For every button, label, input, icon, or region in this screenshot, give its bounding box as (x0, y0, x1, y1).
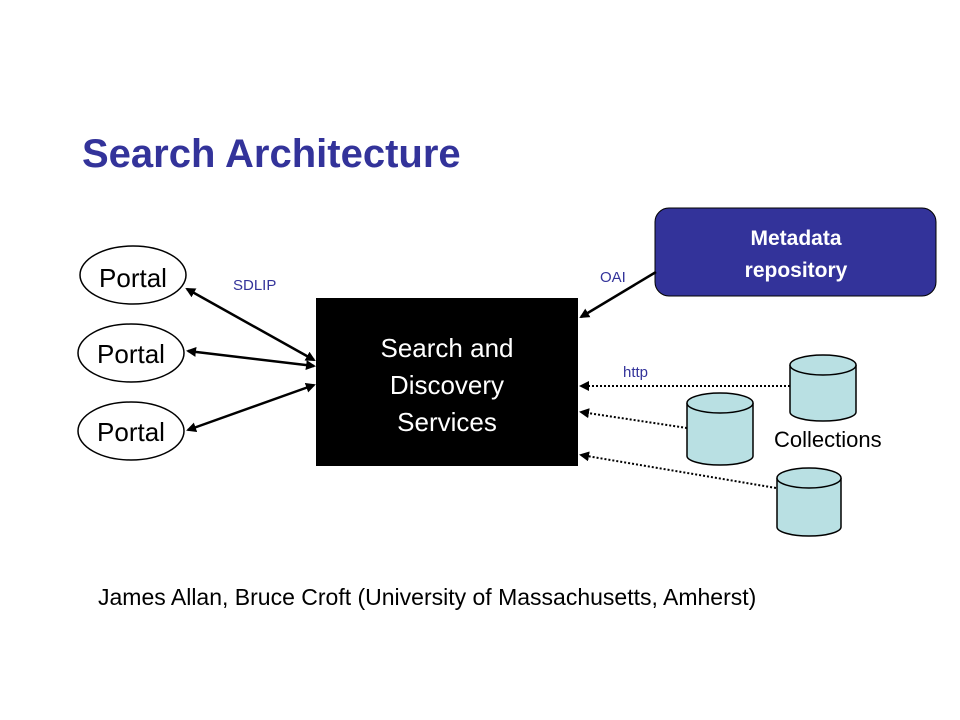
oai-arrow (579, 270, 657, 319)
portal-node-2: Portal (77, 323, 185, 383)
credit-line: James Allan, Bruce Croft (University of … (98, 584, 757, 610)
slide-title: Search Architecture (82, 132, 461, 176)
services-line-3: Services (397, 407, 497, 437)
collection-cylinder-1 (789, 354, 857, 422)
services-line-2: Discovery (390, 370, 504, 400)
sdlip-arrow-3 (186, 382, 316, 433)
repository-line-1: Metadata (750, 227, 841, 250)
sdlip-label: SDLIP (233, 277, 276, 294)
http-label: http (623, 364, 648, 381)
collection-cylinder-3 (776, 467, 842, 537)
portal-label: Portal (97, 417, 165, 447)
services-line-1: Search and (381, 333, 514, 363)
portal-label: Portal (97, 339, 165, 369)
http-arrow-3 (579, 451, 777, 489)
metadata-repository-box: Metadata repository (654, 207, 937, 297)
collections-label: Collections (774, 427, 882, 452)
search-services-box: Search and Discovery Services (316, 298, 578, 466)
portal-label: Portal (99, 263, 167, 293)
repository-line-2: repository (745, 259, 848, 282)
sdlip-arrow-1 (185, 287, 316, 362)
oai-label: OAI (600, 269, 626, 286)
http-arrow-2 (579, 408, 688, 429)
portal-node-1: Portal (79, 245, 187, 305)
sdlip-arrow-2 (186, 346, 316, 371)
portal-node-3: Portal (77, 401, 185, 461)
collection-cylinder-2 (686, 392, 754, 466)
